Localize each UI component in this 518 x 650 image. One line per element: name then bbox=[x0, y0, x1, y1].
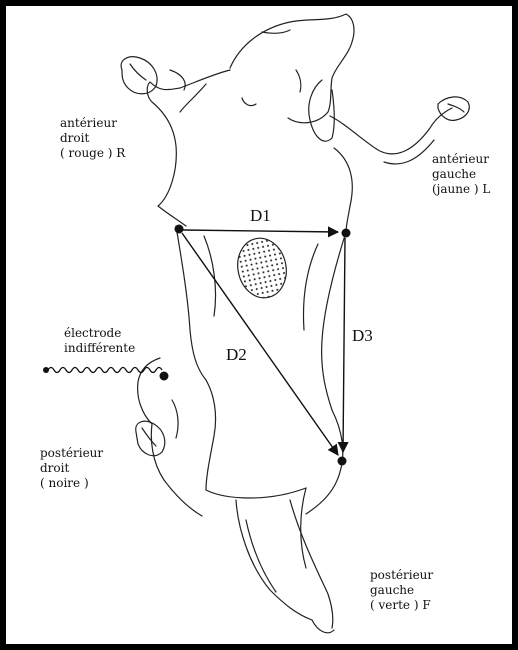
front-right-leg bbox=[147, 70, 230, 226]
label-posterior-left-line3: ( verte ) F bbox=[370, 598, 433, 613]
electrode-left-hind bbox=[338, 457, 347, 466]
label-posterior-left: postérieur gauche ( verte ) F bbox=[370, 568, 433, 613]
lead-d3-arrow bbox=[343, 238, 345, 452]
electrode-wire bbox=[48, 368, 162, 373]
lead-d1-label: D1 bbox=[250, 206, 271, 226]
label-posterior-right: postérieur droit ( noire ) bbox=[40, 446, 103, 491]
dog-tail-right bbox=[290, 500, 333, 628]
label-anterior-right-line1: antérieur bbox=[60, 116, 125, 131]
electrode-right-hind bbox=[160, 372, 169, 381]
dog-head bbox=[230, 14, 354, 123]
label-electrode: électrode indifférente bbox=[64, 326, 135, 356]
dog-torso-left bbox=[176, 226, 206, 380]
label-anterior-left-line3: (jaune ) L bbox=[432, 182, 490, 197]
label-posterior-right-line1: postérieur bbox=[40, 446, 103, 461]
label-posterior-left-line2: gauche bbox=[370, 583, 433, 598]
electrode-right-front bbox=[175, 225, 184, 234]
electrode-left-front bbox=[342, 229, 351, 238]
heart-shape bbox=[232, 234, 291, 303]
hind-right-leg bbox=[138, 358, 202, 516]
label-anterior-right-line3: ( rouge ) R bbox=[60, 146, 125, 161]
dog-torso-right bbox=[322, 232, 346, 410]
electrode-end-dot bbox=[43, 367, 49, 373]
label-anterior-left-line2: gauche bbox=[432, 167, 490, 182]
label-anterior-right: antérieur droit ( rouge ) R bbox=[60, 116, 125, 161]
label-posterior-left-line1: postérieur bbox=[370, 568, 433, 583]
front-left-leg bbox=[330, 108, 452, 154]
label-posterior-right-line2: droit bbox=[40, 461, 103, 476]
front-left-paw bbox=[438, 97, 469, 120]
label-electrode-line2: indifférente bbox=[64, 341, 135, 356]
hind-right-paw bbox=[136, 421, 165, 456]
label-posterior-right-line3: ( noire ) bbox=[40, 476, 103, 491]
lead-d1-arrow bbox=[183, 230, 338, 232]
label-anterior-left: antérieur gauche (jaune ) L bbox=[432, 152, 490, 197]
label-anterior-left-line1: antérieur bbox=[432, 152, 490, 167]
lead-d2-label: D2 bbox=[226, 345, 247, 365]
label-electrode-line1: électrode bbox=[64, 326, 135, 341]
hind-left-leg bbox=[306, 410, 343, 514]
label-anterior-right-line2: droit bbox=[60, 131, 125, 146]
lead-d3-label: D3 bbox=[352, 326, 373, 346]
